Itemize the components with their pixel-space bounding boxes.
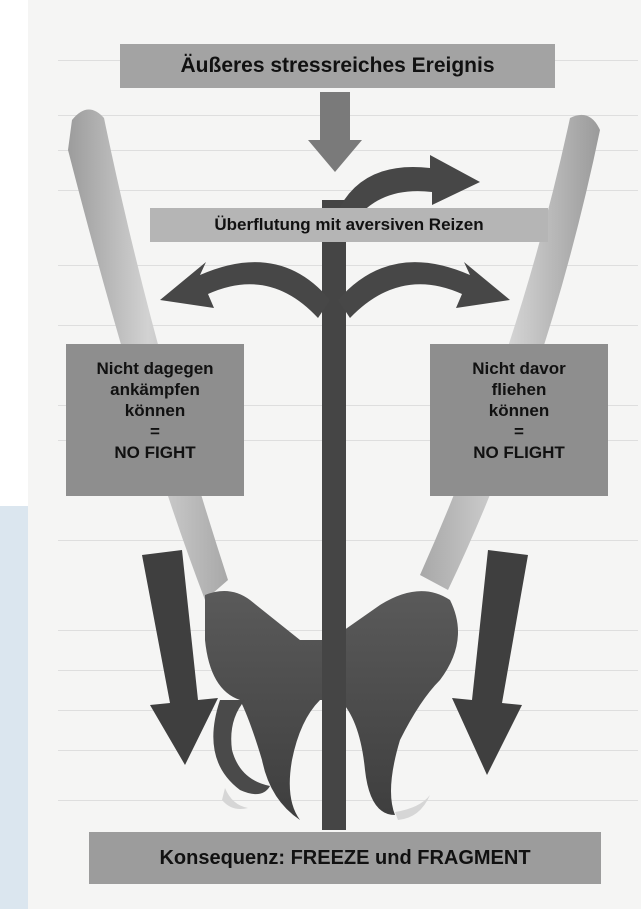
no-flight-line-5: NO FLIGHT [430,442,608,463]
down-arrow-top [308,92,362,172]
no-flight-line-4: = [430,421,608,442]
flood-box: Überflutung mit aversiven Reizen [150,208,548,242]
no-flight-line-1: Nicht davor [430,358,608,379]
no-flight-box: Nicht davor fliehen können = NO FLIGHT [430,344,608,496]
no-fight-line-2: ankämpfen [66,379,244,400]
big-arrow-right [452,550,528,775]
claw-tip-right [395,795,430,820]
no-fight-line-1: Nicht dagegen [66,358,244,379]
consequence-label: Konsequenz: FREEZE und FRAGMENT [159,847,530,870]
no-fight-line-5: NO FIGHT [66,442,244,463]
central-stem [322,200,346,830]
no-fight-line-3: können [66,400,244,421]
consequence-box: Konsequenz: FREEZE und FRAGMENT [89,832,601,884]
curved-arrow-right [338,262,510,318]
no-flight-line-2: fliehen [430,379,608,400]
no-fight-box: Nicht dagegen ankämpfen können = NO FIGH… [66,344,244,496]
no-fight-line-4: = [66,421,244,442]
top-event-label: Äußeres stressreiches Ereignis [181,54,495,78]
curved-arrow-left [160,262,330,318]
no-flight-line-3: können [430,400,608,421]
flood-label: Überflutung mit aversiven Reizen [214,215,483,235]
top-event-box: Äußeres stressreiches Ereignis [120,44,555,88]
